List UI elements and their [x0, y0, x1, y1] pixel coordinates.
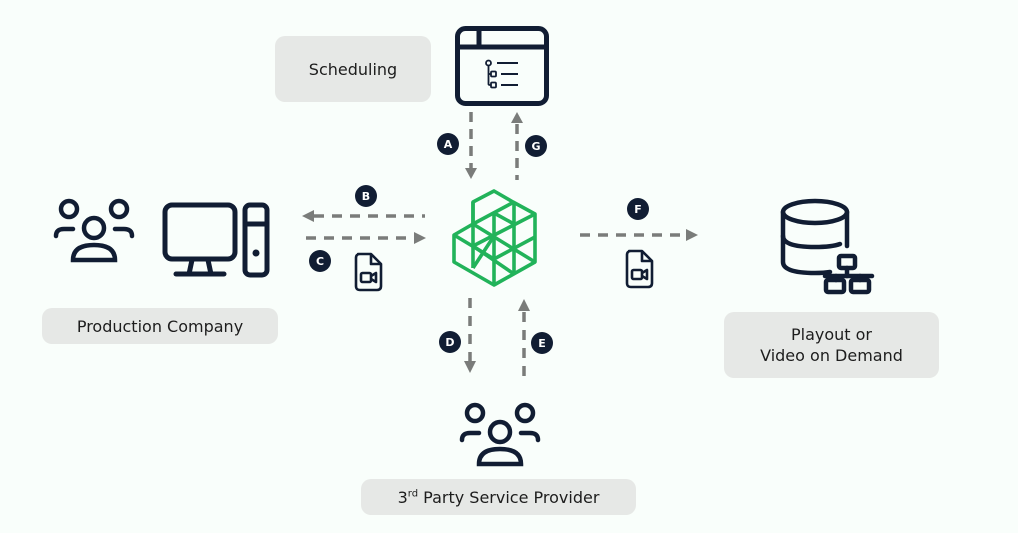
database-network-icon [780, 198, 875, 295]
user-group-icon [53, 198, 135, 263]
flow-badge-f: F [627, 198, 649, 220]
playout-vod-label: Playout or Video on Demand [724, 312, 939, 378]
flow-badge-g: G [525, 135, 547, 157]
scheduling-label: Scheduling [275, 36, 431, 102]
production-company-label: Production Company [42, 308, 278, 344]
flow-badge-b: B [355, 185, 377, 207]
production-company-label-text: Production Company [76, 316, 244, 336]
playout-label-line2: Video on Demand [760, 346, 903, 365]
flow-arrow-a [465, 112, 477, 179]
flow-arrow-c [306, 232, 426, 244]
flow-arrow-e [518, 299, 530, 376]
flow-badge-a: A [437, 133, 459, 155]
flow-arrow-d [464, 298, 476, 373]
flow-arrow-g [511, 112, 523, 180]
third-party-provider-label: 3rd Party Service Provider [361, 479, 636, 515]
flow-arrow-f [580, 229, 698, 241]
playout-label-line1: Playout or [790, 325, 873, 344]
flow-arrow-b [302, 210, 425, 222]
user-group-icon [459, 402, 541, 467]
flow-badge-e: E [531, 332, 553, 354]
scheduling-window-icon [455, 26, 549, 106]
desktop-computer-icon [162, 202, 270, 278]
flow-badge-d: D [439, 331, 461, 353]
flow-badge-c: C [309, 250, 331, 272]
video-file-icon [625, 249, 654, 289]
video-file-icon [354, 252, 383, 292]
hexagon-cube-logo-icon [452, 189, 537, 287]
scheduling-label-text: Scheduling [308, 59, 398, 79]
third-party-provider-label-text: 3rd Party Service Provider [397, 487, 600, 507]
